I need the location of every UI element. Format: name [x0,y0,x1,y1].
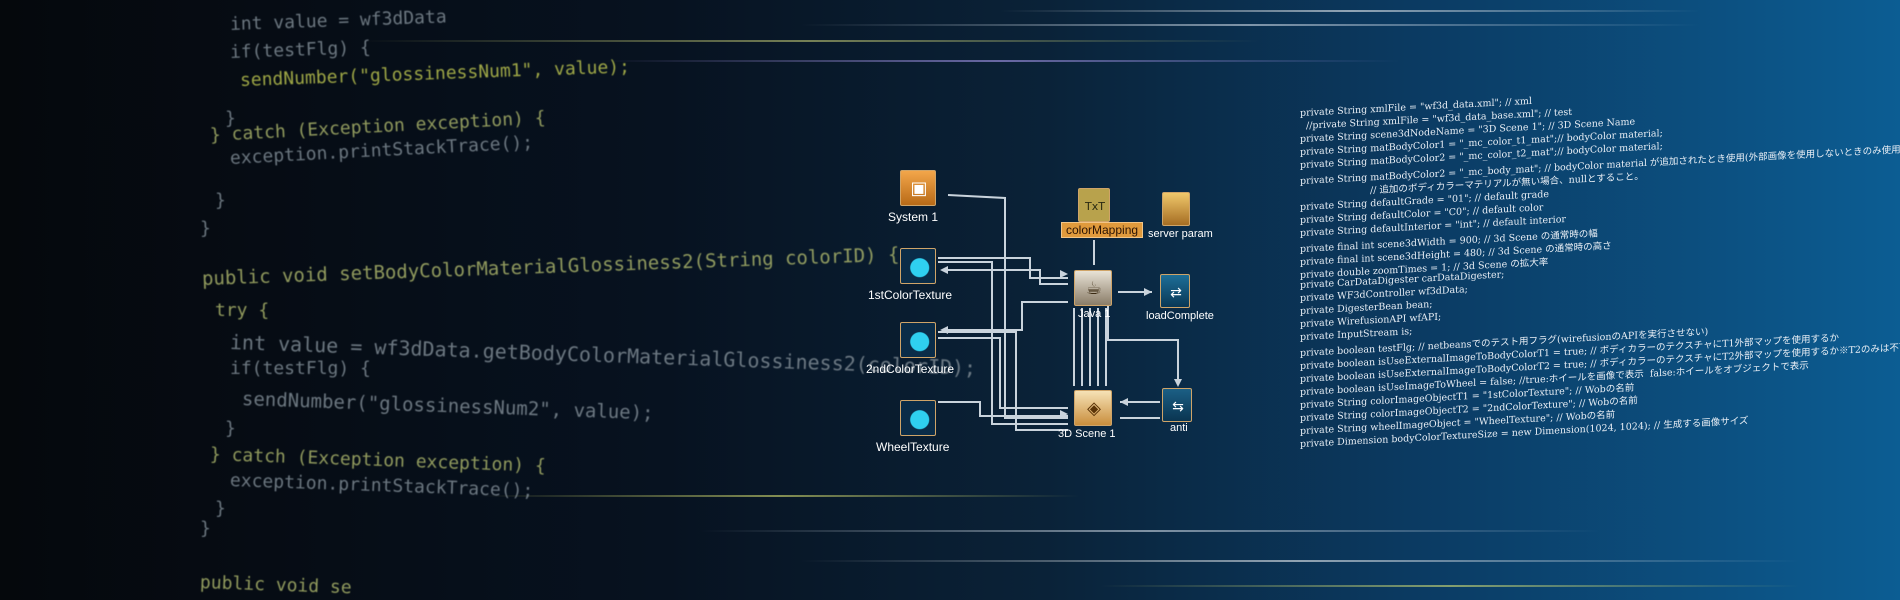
light-streak [360,40,1260,42]
coffee-glyph: ☕ [1085,278,1103,299]
connector-line [938,337,1068,409]
arrow-head [1060,410,1068,418]
node-label: 3D Scene 1 [1058,428,1116,440]
txt-icon: TxT [1078,188,1110,222]
code-line: } [225,418,236,439]
node-label: WheelTexture [876,440,950,454]
connector-line [946,301,1068,331]
connector-line [938,331,1068,431]
light-streak [480,495,1080,497]
connector-line [938,401,1068,417]
light-streak [700,530,1600,532]
arrow-head [940,266,948,274]
txt-glyph: TxT [1085,200,1105,213]
connector-line [1107,300,1179,385]
code-line: try { [215,300,270,321]
node-label: System 1 [888,210,939,224]
light-streak [1000,10,1700,12]
arrows-icon: ⇄ [1160,274,1190,308]
computer-glyph: ▣ [910,178,928,199]
code-line: } [225,108,236,129]
node-label: anti [1170,422,1188,434]
light-streak [800,24,1700,26]
left-code-block: int value = wf3dData if(testFlg) { sendN… [180,0,977,600]
anti-icon: ⇆ [1162,388,1192,422]
coffee-icon: ☕ [1074,270,1112,306]
connector-line [938,261,1068,425]
arrow-head [1174,379,1182,387]
light-streak [1100,585,1800,587]
node-label: 1stColorTexture [868,288,953,302]
light-streak [800,560,1800,562]
arrow-head [940,326,948,334]
eye-icon [900,322,936,358]
code-line: } [200,518,211,539]
code-line: } [215,190,226,211]
code-line: if(testFlg) { [230,358,371,379]
connector-line [938,257,1068,279]
arrow-head [1060,270,1068,278]
arrow-head [1120,398,1128,406]
node-label: server param [1148,228,1213,240]
eye-icon [900,248,936,284]
node-label: 2ndColorTexture [866,362,955,376]
connector-line [947,194,1068,419]
node-label: Java 1 [1078,308,1111,320]
light-streak [600,60,1400,62]
arrows-glyph: ⇄ [1170,285,1182,301]
node-label: loadComplete [1146,310,1214,322]
node-label: colorMapping [1061,222,1144,238]
folder-icon [1162,192,1190,226]
anti-glyph: ⇆ [1172,399,1184,415]
connector-line [946,269,1068,285]
arrow-head [1144,288,1152,296]
eye-icon [900,400,936,436]
code-line: } [200,218,211,239]
code-line: } [215,498,226,519]
computer-icon: ▣ [900,170,936,206]
cube-glyph: ◈ [1087,398,1101,419]
cube-icon: ◈ [1074,390,1112,426]
